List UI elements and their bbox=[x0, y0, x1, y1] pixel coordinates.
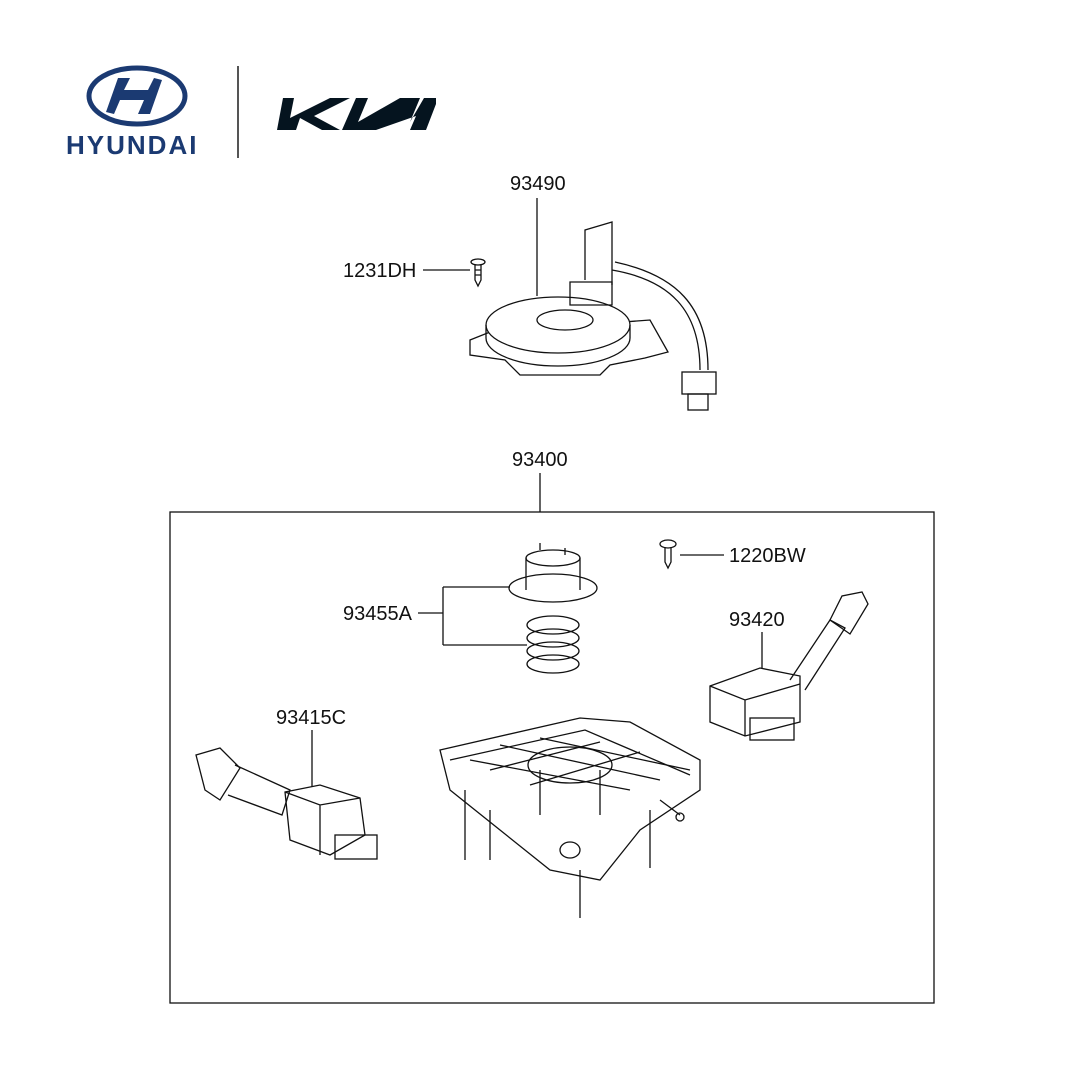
wiper-switch-part bbox=[709, 591, 869, 741]
part-label-1231DH[interactable]: 1231DH bbox=[343, 260, 417, 282]
assembly-box bbox=[169, 511, 935, 1004]
cam-part bbox=[508, 543, 598, 603]
switch-bracket-part bbox=[439, 717, 701, 918]
leader-93455A bbox=[418, 586, 527, 646]
part-label-93455A[interactable]: 93455A bbox=[343, 603, 412, 625]
part-label-93400[interactable]: 93400 bbox=[512, 449, 568, 471]
spring-part bbox=[526, 615, 580, 674]
hyundai-logo bbox=[86, 65, 188, 127]
part-label-93420[interactable]: 93420 bbox=[729, 609, 785, 631]
part-label-93490[interactable]: 93490 bbox=[510, 173, 566, 195]
part-label-1220BW[interactable]: 1220BW bbox=[729, 545, 806, 567]
kia-logo bbox=[277, 98, 436, 130]
screw-1220BW-part bbox=[659, 539, 677, 570]
clock-spring-part bbox=[469, 221, 717, 411]
light-switch-part bbox=[195, 747, 378, 860]
part-label-93415C[interactable]: 93415C bbox=[276, 707, 347, 729]
screw-1231DH-part bbox=[470, 258, 486, 288]
hyundai-wordmark: HYUNDAI bbox=[66, 130, 199, 160]
